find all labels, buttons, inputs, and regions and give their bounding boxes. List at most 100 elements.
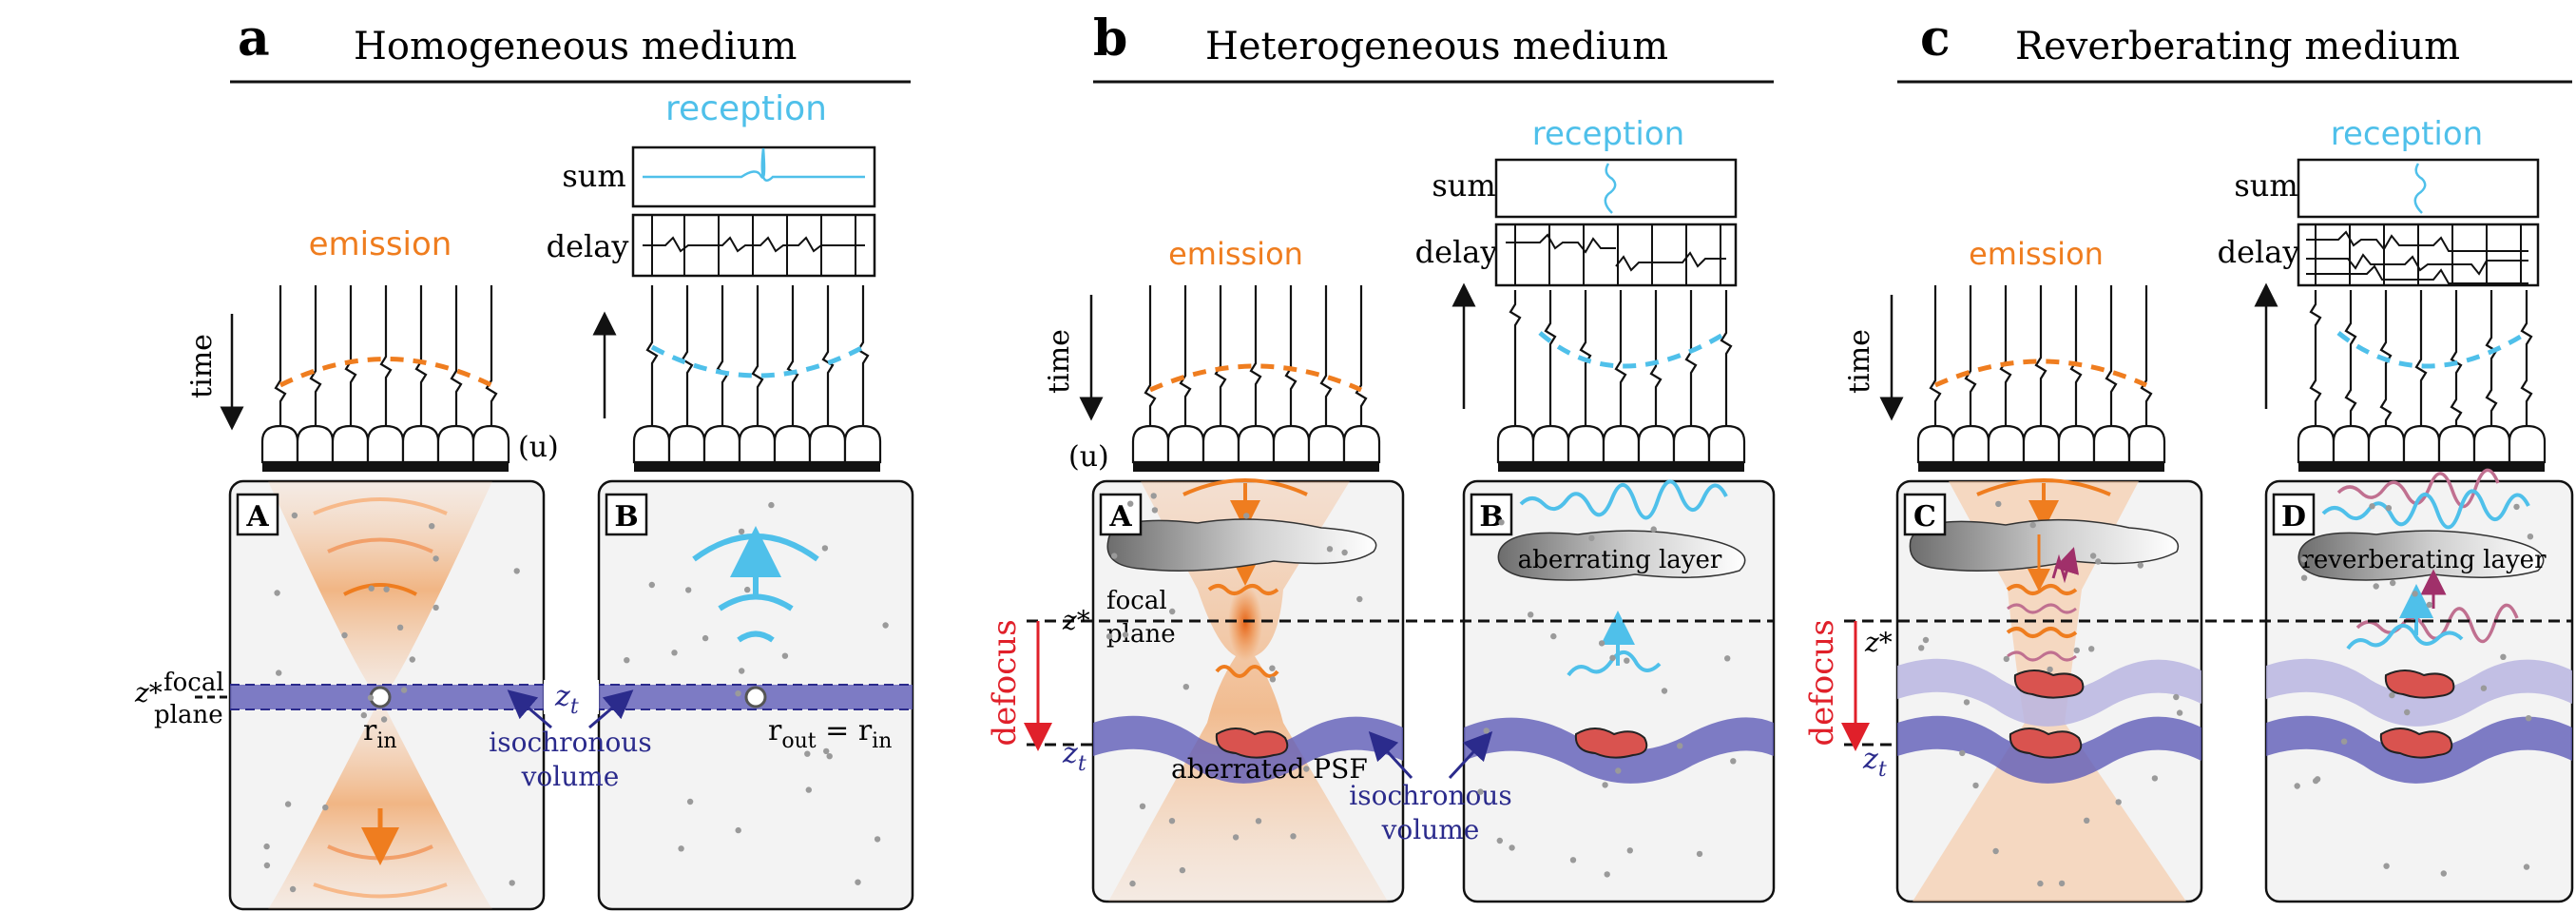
panel-a-plane-label: plane bbox=[154, 701, 223, 729]
panel-b-emission-signals bbox=[1144, 285, 1368, 433]
scatterer-dot bbox=[2073, 647, 2080, 654]
scatterer-dot bbox=[2390, 579, 2396, 587]
panel-c-title: Reverberating medium bbox=[2015, 25, 2460, 68]
scatterer-dot bbox=[2095, 558, 2102, 565]
transducer-element bbox=[2508, 424, 2547, 464]
scatterer-dot bbox=[648, 581, 655, 589]
panel-a-volume-label: volume bbox=[521, 761, 620, 792]
transducer-element bbox=[1707, 424, 1746, 464]
panel-b-emission-delay-curve bbox=[1148, 363, 1363, 393]
panel-b-aberrating-layer-A bbox=[1106, 518, 1377, 572]
scatterer-dot bbox=[2151, 775, 2159, 782]
panel-a-emission-signals bbox=[274, 285, 498, 433]
panel-b-aberrated-psf-A bbox=[1215, 728, 1289, 759]
panel-c-delay-label: delay bbox=[2218, 234, 2300, 270]
panel-c-boxD-label: D bbox=[2281, 500, 2306, 534]
scatterer-dot bbox=[274, 590, 280, 596]
scatterer-dot bbox=[1255, 818, 1262, 825]
scatterer-dot bbox=[2527, 534, 2534, 540]
scatterer-dot bbox=[1483, 728, 1490, 734]
scatterer-dot bbox=[874, 836, 881, 843]
panel-c-isochronous-band-upper-D bbox=[2266, 658, 2572, 727]
scatterer-dot bbox=[1243, 513, 1250, 519]
transducer-element bbox=[1602, 424, 1641, 464]
panel-c-zt-label: zt bbox=[1862, 743, 1887, 782]
scatterer-dot bbox=[1922, 636, 1930, 644]
scatterer-dot bbox=[624, 657, 630, 664]
transducer-backing bbox=[1498, 462, 1744, 472]
transducer-element bbox=[632, 424, 671, 464]
scatterer-dot bbox=[2089, 553, 2097, 559]
transducer-element bbox=[1166, 424, 1205, 464]
scatterer-dot bbox=[433, 604, 439, 611]
transducer-element bbox=[260, 424, 299, 464]
transducer-element bbox=[2437, 424, 2476, 464]
scatterer-dot bbox=[1269, 676, 1277, 683]
scatterer-dot bbox=[1122, 631, 1129, 638]
scatterer-dot bbox=[1615, 767, 1622, 774]
scatterer-dot bbox=[739, 668, 745, 674]
scatterer-dot bbox=[678, 845, 684, 852]
scatterer-dot bbox=[735, 690, 741, 697]
scatterer-dot bbox=[400, 687, 408, 693]
panel-a: a Homogeneous medium emission time (u) r… bbox=[134, 10, 914, 911]
scatterer-dot bbox=[1341, 549, 1348, 556]
panel-b-probe-emission bbox=[1131, 424, 1381, 472]
scatterer-dot bbox=[805, 786, 812, 793]
scatterer-dot bbox=[685, 587, 692, 593]
scatterer-dot bbox=[738, 528, 745, 535]
scatterer-dot bbox=[1624, 657, 1630, 664]
scatterer-dot bbox=[1105, 633, 1113, 640]
scatterer-dot bbox=[1111, 553, 1118, 559]
panel-c-emission-label: emission bbox=[1969, 236, 2104, 272]
transducer-element bbox=[738, 424, 777, 464]
panel-c-delay-signals bbox=[2306, 224, 2528, 285]
transducer-element bbox=[1987, 424, 2026, 464]
panel-b-focal-label: focal bbox=[1106, 587, 1167, 615]
scatterer-dot bbox=[2084, 817, 2090, 824]
panel-b: b Heterogeneous medium emission time (u)… bbox=[986, 10, 1776, 903]
scatterer-dot bbox=[768, 501, 775, 509]
scatterer-dot bbox=[289, 885, 297, 893]
panel-a-zstar-label: z* bbox=[134, 677, 163, 708]
panel-a-reception-delay-curve bbox=[650, 344, 865, 378]
scatterer-dot bbox=[513, 568, 520, 574]
scatterer-dot bbox=[1129, 880, 1136, 887]
scatterer-dot bbox=[1661, 688, 1668, 694]
panel-a-rin-label: rin bbox=[363, 714, 397, 753]
scatterer-dot bbox=[380, 716, 388, 723]
scatterer-dot bbox=[1303, 766, 1310, 772]
transducer-element bbox=[2127, 424, 2166, 464]
panel-b-sum-signal bbox=[1604, 163, 1617, 214]
transducer-element bbox=[1916, 424, 1955, 464]
transducer-element bbox=[773, 424, 812, 464]
scatterer-dot bbox=[1232, 834, 1240, 841]
scatterer-dot bbox=[360, 711, 367, 719]
transducer-element bbox=[331, 424, 370, 464]
transducer-element bbox=[1272, 424, 1311, 464]
scatterer-dot bbox=[1509, 844, 1515, 851]
transducer-element bbox=[1201, 424, 1240, 464]
transducer-element bbox=[808, 424, 847, 464]
scatterer-dot bbox=[2137, 562, 2143, 569]
panel-b-sum-label: sum bbox=[1432, 167, 1495, 204]
scatterer-dot bbox=[821, 545, 829, 552]
panel-a-focal-label: focal bbox=[163, 669, 224, 697]
panel-b-isochronous-band-A bbox=[1093, 715, 1403, 784]
transducer-element bbox=[1131, 424, 1170, 464]
panel-c-reception-delay-curve bbox=[2336, 330, 2528, 369]
scatterer-dot bbox=[263, 862, 271, 869]
panel-c-psf-lower-C bbox=[2009, 728, 2083, 759]
panel-b-title: Heterogeneous medium bbox=[1205, 25, 1668, 68]
panel-c-sum-label: sum bbox=[2234, 167, 2297, 204]
transducer-element bbox=[296, 424, 335, 464]
scatterer-dot bbox=[284, 801, 292, 807]
transducer-element bbox=[667, 424, 706, 464]
panel-a-letter: a bbox=[238, 10, 270, 68]
scatterer-dot bbox=[2088, 646, 2095, 652]
panel-a-sum-signal bbox=[643, 147, 865, 182]
scatterer-dot bbox=[276, 669, 282, 676]
scatterer-dot bbox=[1326, 546, 1334, 553]
scatterer-dot bbox=[1626, 847, 1634, 854]
panel-c-psf-upper-C bbox=[2013, 669, 2085, 699]
